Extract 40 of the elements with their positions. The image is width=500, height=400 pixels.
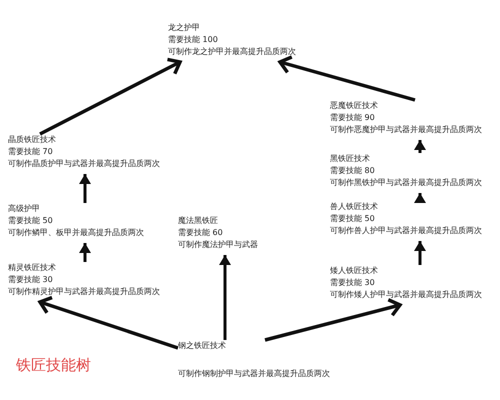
skill-name: 钢之铁匠技术	[178, 340, 227, 352]
arrow	[414, 193, 426, 203]
skill-description: 可制作晶质护甲与武器并最高提升品质两次	[8, 158, 160, 170]
skill-description: 可制作钢制护甲与武器并最高提升品质两次	[178, 368, 330, 380]
arrow	[219, 255, 231, 340]
skill-description: 可制作精灵护甲与武器并最高提升品质两次	[8, 286, 160, 298]
arrow	[39, 58, 182, 136]
skill-name: 魔法黑铁匠	[178, 215, 219, 227]
arrow	[414, 140, 426, 153]
arrow	[38, 296, 179, 350]
skill-requirement: 需要技能 30	[330, 277, 376, 289]
skill-requirement: 需要技能 50	[8, 215, 54, 227]
skill-name: 矮人铁匠技术	[330, 265, 379, 277]
skill-name: 龙之护甲	[168, 22, 201, 34]
skill-requirement: 需要技能 70	[8, 146, 54, 158]
skill-requirement: 需要技能 50	[330, 213, 376, 225]
skill-name: 精灵铁匠技术	[8, 262, 57, 274]
skill-description: 可制作矮人护甲与武器并最高提升品质两次	[330, 289, 482, 301]
skill-description: 可制作兽人护甲与武器并最高提升品质两次	[330, 225, 482, 237]
skill-requirement: 需要技能 90	[330, 112, 376, 124]
skill-name: 兽人铁匠技术	[330, 201, 379, 213]
arrow	[264, 298, 402, 342]
skill-name: 恶魔铁匠技术	[330, 100, 379, 112]
skill-requirement: 需要技能 100	[168, 34, 219, 46]
skill-name: 黑铁匠技术	[330, 153, 371, 165]
arrow	[414, 241, 426, 265]
skill-description: 可制作龙之护甲并最高提升品质两次	[168, 46, 296, 58]
skill-description: 可制作魔法护甲与武器	[178, 239, 258, 251]
skill-description: 可制作鳞甲、板甲并最高提升品质两次	[8, 227, 144, 239]
skill-requirement: 需要技能 80	[330, 165, 376, 177]
skill-name: 晶质铁匠技术	[8, 134, 57, 146]
skill-description: 可制作恶魔护甲与武器并最高提升品质两次	[330, 124, 482, 136]
skill-name: 高级护甲	[8, 203, 41, 215]
skill-requirement: 需要技能 30	[8, 274, 54, 286]
arrow	[79, 243, 91, 262]
skill-requirement: 需要技能 60	[178, 227, 224, 239]
arrow	[79, 174, 91, 203]
skill-description: 可制作黑铁护甲与武器并最高提升品质两次	[330, 177, 482, 189]
tree-title: 铁匠技能树	[16, 356, 91, 375]
arrow	[278, 55, 416, 102]
